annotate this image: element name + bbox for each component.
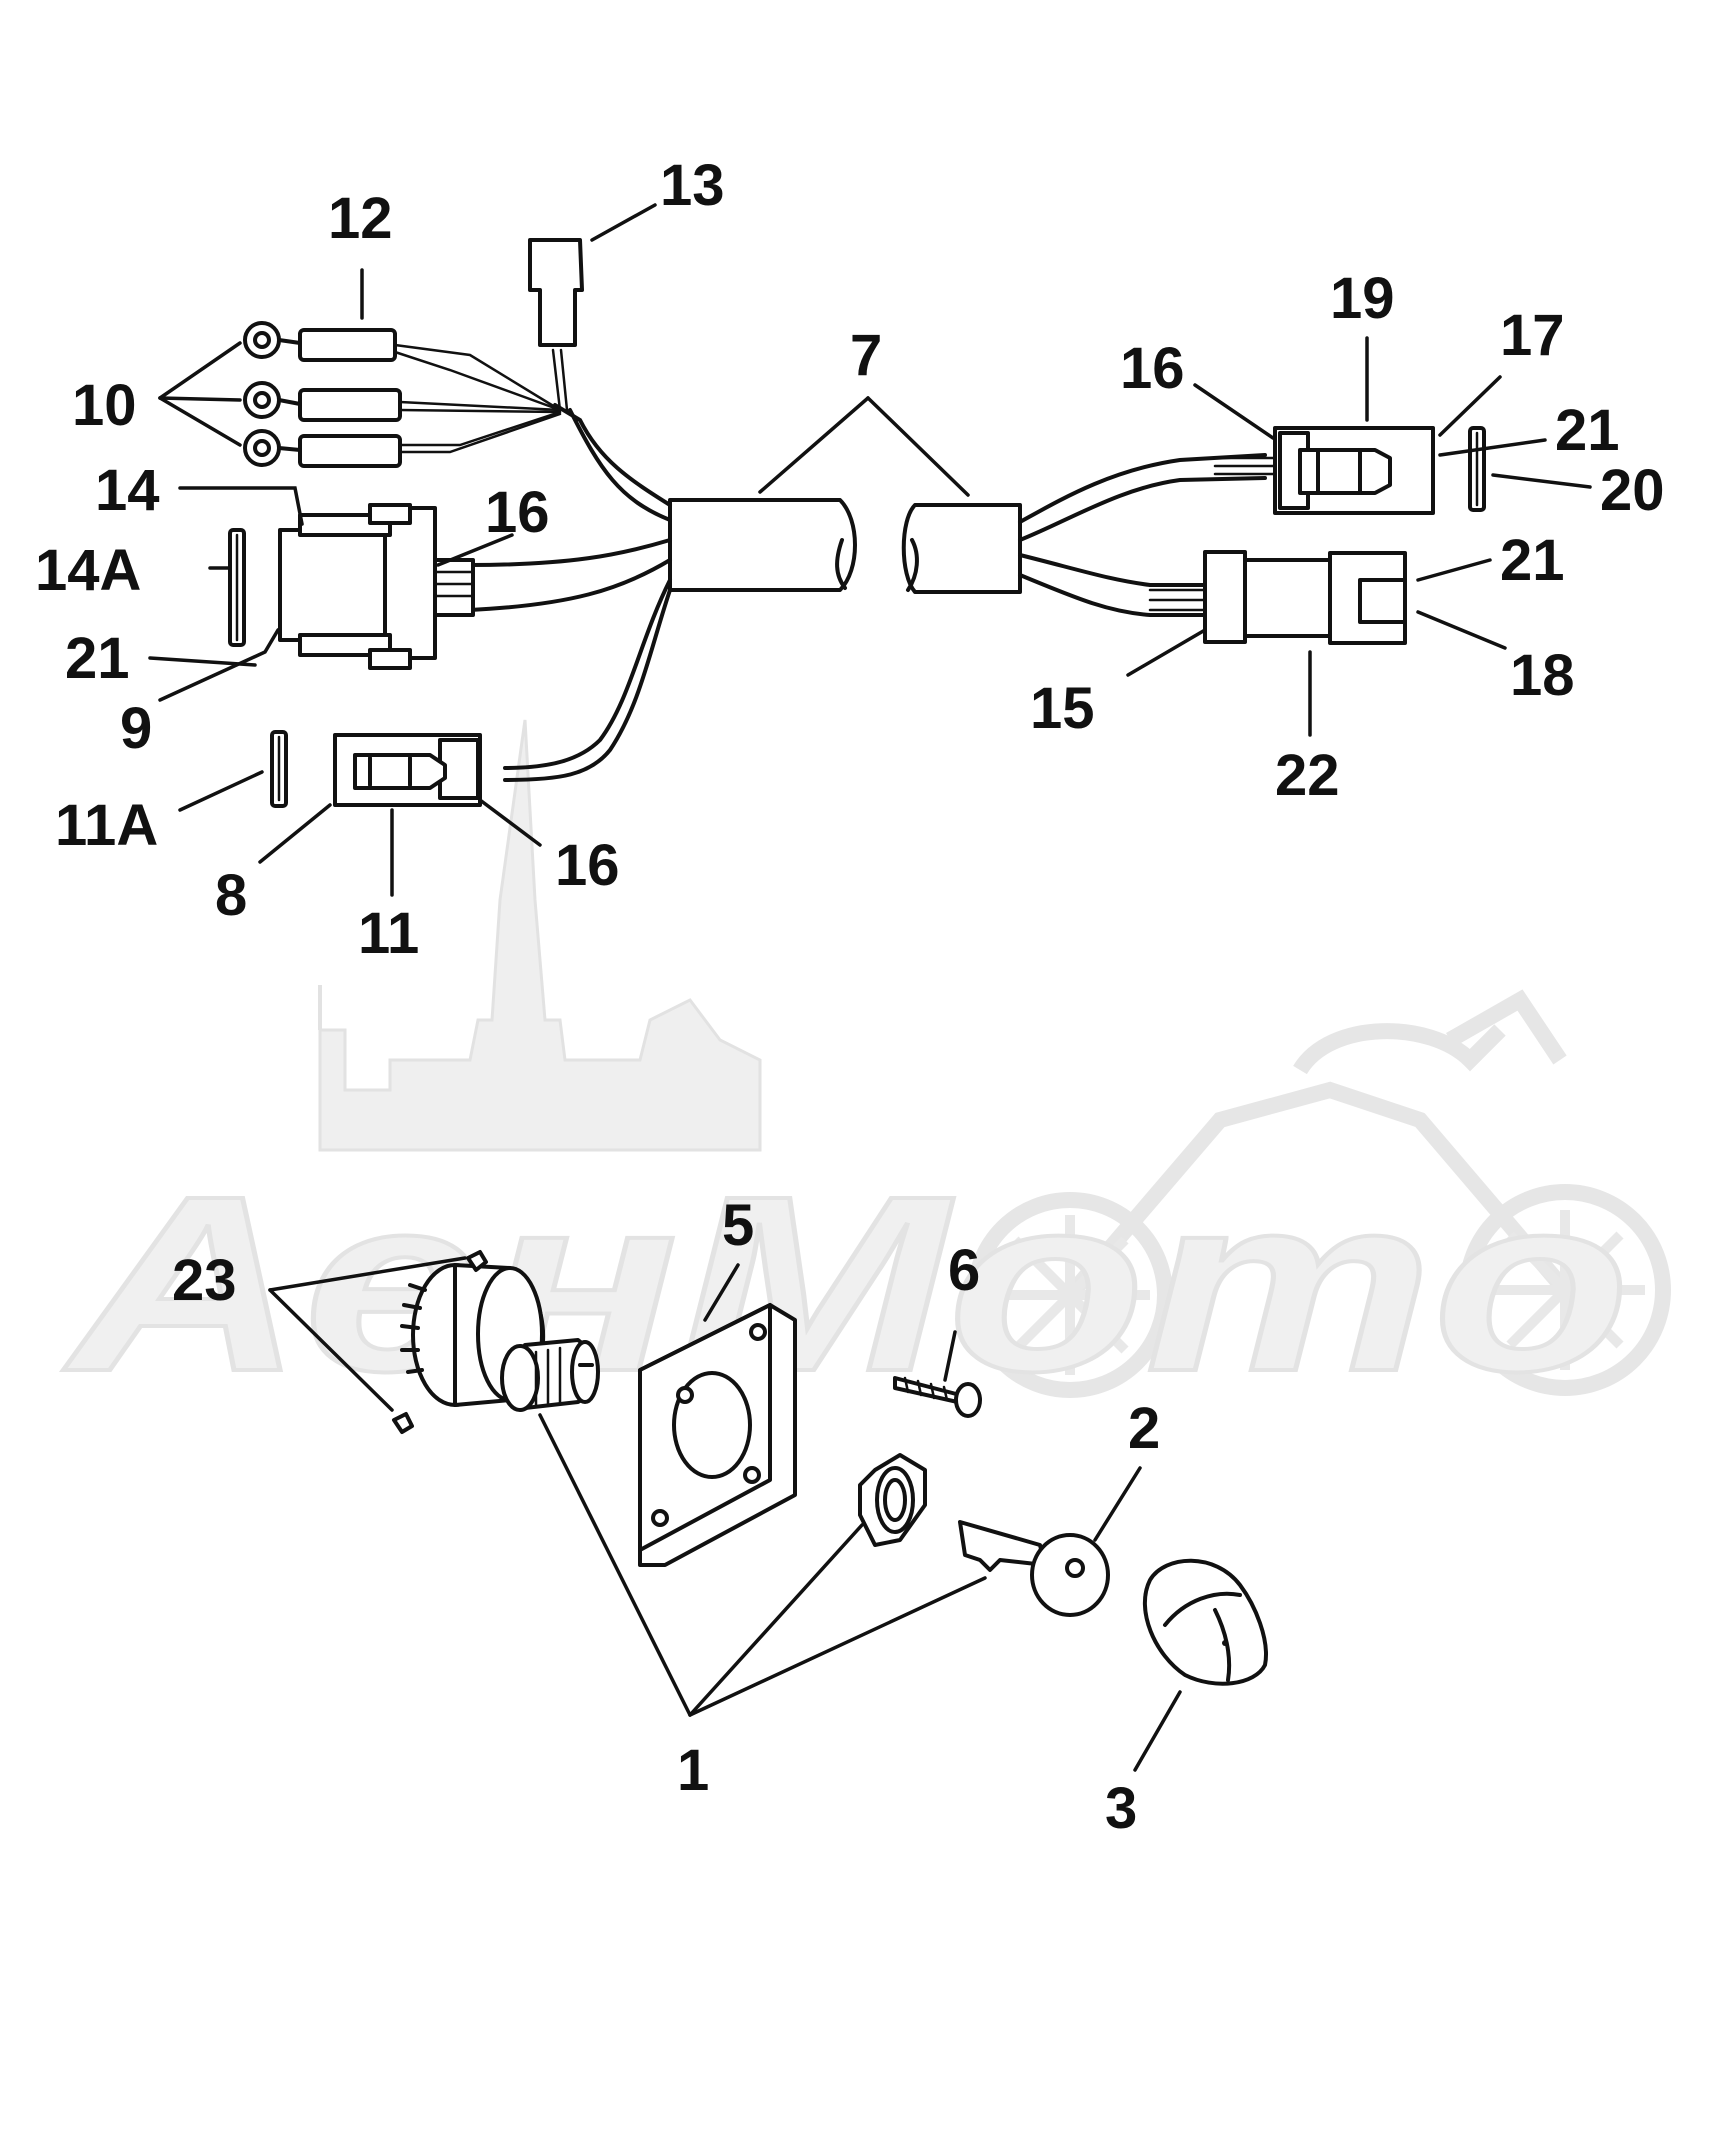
callout-10: 10 [72, 373, 137, 438]
wire-harness [228, 238, 1486, 808]
callout-labels: 12 13 10 7 14 14A 21 9 16 11A 8 11 16 16… [35, 153, 1665, 1841]
callout-8: 8 [215, 863, 247, 928]
callout-9: 9 [120, 696, 152, 761]
watermark-text: AенMoтo [62, 1144, 1630, 1423]
callout-7: 7 [850, 323, 882, 388]
watermark-castle-silhouette [318, 719, 762, 1152]
callout-16-right: 16 [1120, 336, 1185, 401]
watermark-wheel-spokes [990, 1210, 1645, 1375]
nut-23a [466, 1250, 488, 1272]
connector-11 [333, 733, 482, 807]
ignition-switch-body [400, 1263, 600, 1412]
callout-1: 1 [677, 1738, 709, 1803]
callout-16-lower: 16 [555, 833, 620, 898]
callout-2: 2 [1128, 1396, 1160, 1461]
callout-17: 17 [1500, 303, 1565, 368]
callout-5: 5 [722, 1193, 754, 1258]
callout-12: 12 [328, 186, 393, 251]
key-cap-3 [1143, 1558, 1268, 1686]
terminal-sleeve-11a [270, 730, 288, 808]
callout-11: 11 [358, 901, 419, 966]
callout-21-upper-right: 21 [1555, 398, 1620, 463]
ignition-switch-assembly [392, 1250, 1268, 1686]
ring-terminals-10 [243, 321, 302, 467]
callout-18: 18 [1510, 643, 1575, 708]
callout-11a: 11A [55, 793, 158, 858]
main-cable-right [901, 503, 1022, 594]
callout-21-left: 21 [65, 626, 130, 691]
callout-14a: 14A [35, 538, 141, 603]
callout-20: 20 [1600, 458, 1665, 523]
callout-21-lower-right: 21 [1500, 528, 1565, 593]
terminal-sleeve-b [298, 388, 402, 422]
terminal-sleeve-c [298, 434, 402, 468]
connector-19 [1273, 426, 1435, 515]
terminal-sleeve-20 [1468, 426, 1486, 512]
leader-lines [148, 203, 1592, 1772]
terminal-sleeve-12 [298, 328, 397, 362]
callout-15: 15 [1030, 676, 1095, 741]
callout-13: 13 [660, 153, 725, 218]
mounting-plate-5 [638, 1303, 797, 1567]
callout-6: 6 [948, 1238, 980, 1303]
callout-14: 14 [95, 458, 160, 523]
connector-14 [278, 503, 475, 670]
callout-22: 22 [1275, 743, 1340, 808]
terminal-sleeve-14a [228, 528, 246, 647]
callout-19: 19 [1330, 266, 1395, 331]
watermark: AенMoтo [60, 719, 1671, 1425]
callout-3: 3 [1105, 1776, 1137, 1841]
connector-22 [1203, 550, 1407, 645]
callout-16-left: 16 [485, 480, 550, 545]
bullet-terminal-13 [528, 238, 584, 347]
nut-23b [392, 1412, 414, 1434]
key-2 [958, 1520, 1110, 1617]
watermark-motorcycle [967, 989, 1671, 1398]
hex-nut [858, 1453, 927, 1547]
main-cable-left [668, 498, 857, 592]
screw-6 [893, 1376, 982, 1418]
callout-23: 23 [172, 1248, 237, 1313]
